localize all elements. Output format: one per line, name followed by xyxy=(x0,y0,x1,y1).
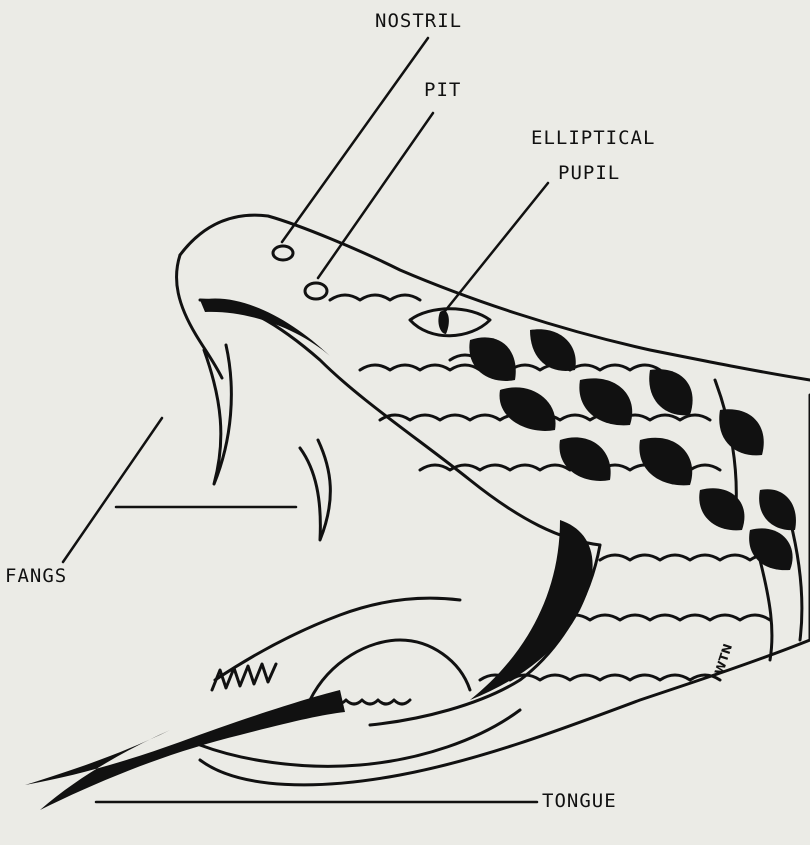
pupil-shape xyxy=(438,311,448,334)
mouth-lining xyxy=(470,520,593,700)
tongue-sheath xyxy=(310,640,470,700)
tongue-shape xyxy=(25,690,345,810)
pupil-label: PUPIL xyxy=(558,164,620,183)
rear-fang xyxy=(300,440,330,540)
tongue-label: TONGUE xyxy=(542,792,617,811)
dark-blotch xyxy=(639,438,692,486)
nostril-leader xyxy=(282,38,428,242)
neck-fold xyxy=(760,560,772,660)
lower-jaw-top xyxy=(215,598,460,680)
dark-blotch xyxy=(559,437,610,481)
snout-front xyxy=(177,255,222,378)
dark-blotch xyxy=(649,369,692,415)
mouth-lining xyxy=(200,299,330,356)
lower-teeth xyxy=(212,664,276,690)
front-fang xyxy=(204,345,231,484)
throat-outline xyxy=(200,395,810,785)
pupil-leader xyxy=(441,183,548,316)
nostril-shape xyxy=(273,246,293,260)
neck-fold xyxy=(790,520,802,640)
scale-row xyxy=(600,555,780,560)
scale-row xyxy=(560,615,770,620)
dark-blotch xyxy=(719,409,764,455)
fangs-label: FANGS xyxy=(5,567,67,586)
pit-leader xyxy=(318,113,433,278)
elliptical-label: ELLIPTICAL xyxy=(531,129,655,148)
dark-blotch xyxy=(500,387,556,431)
nostril-label: NOSTRIL xyxy=(375,12,462,31)
dark-blotch xyxy=(530,329,576,371)
fangs-leader xyxy=(63,418,162,562)
eye-outline xyxy=(410,309,490,336)
pit-label: PIT xyxy=(424,81,461,100)
dark-blotch xyxy=(749,528,792,570)
dark-blotch xyxy=(759,489,796,530)
pit-shape xyxy=(305,283,327,299)
scale-row xyxy=(330,295,420,300)
dark-blotch xyxy=(469,337,515,381)
